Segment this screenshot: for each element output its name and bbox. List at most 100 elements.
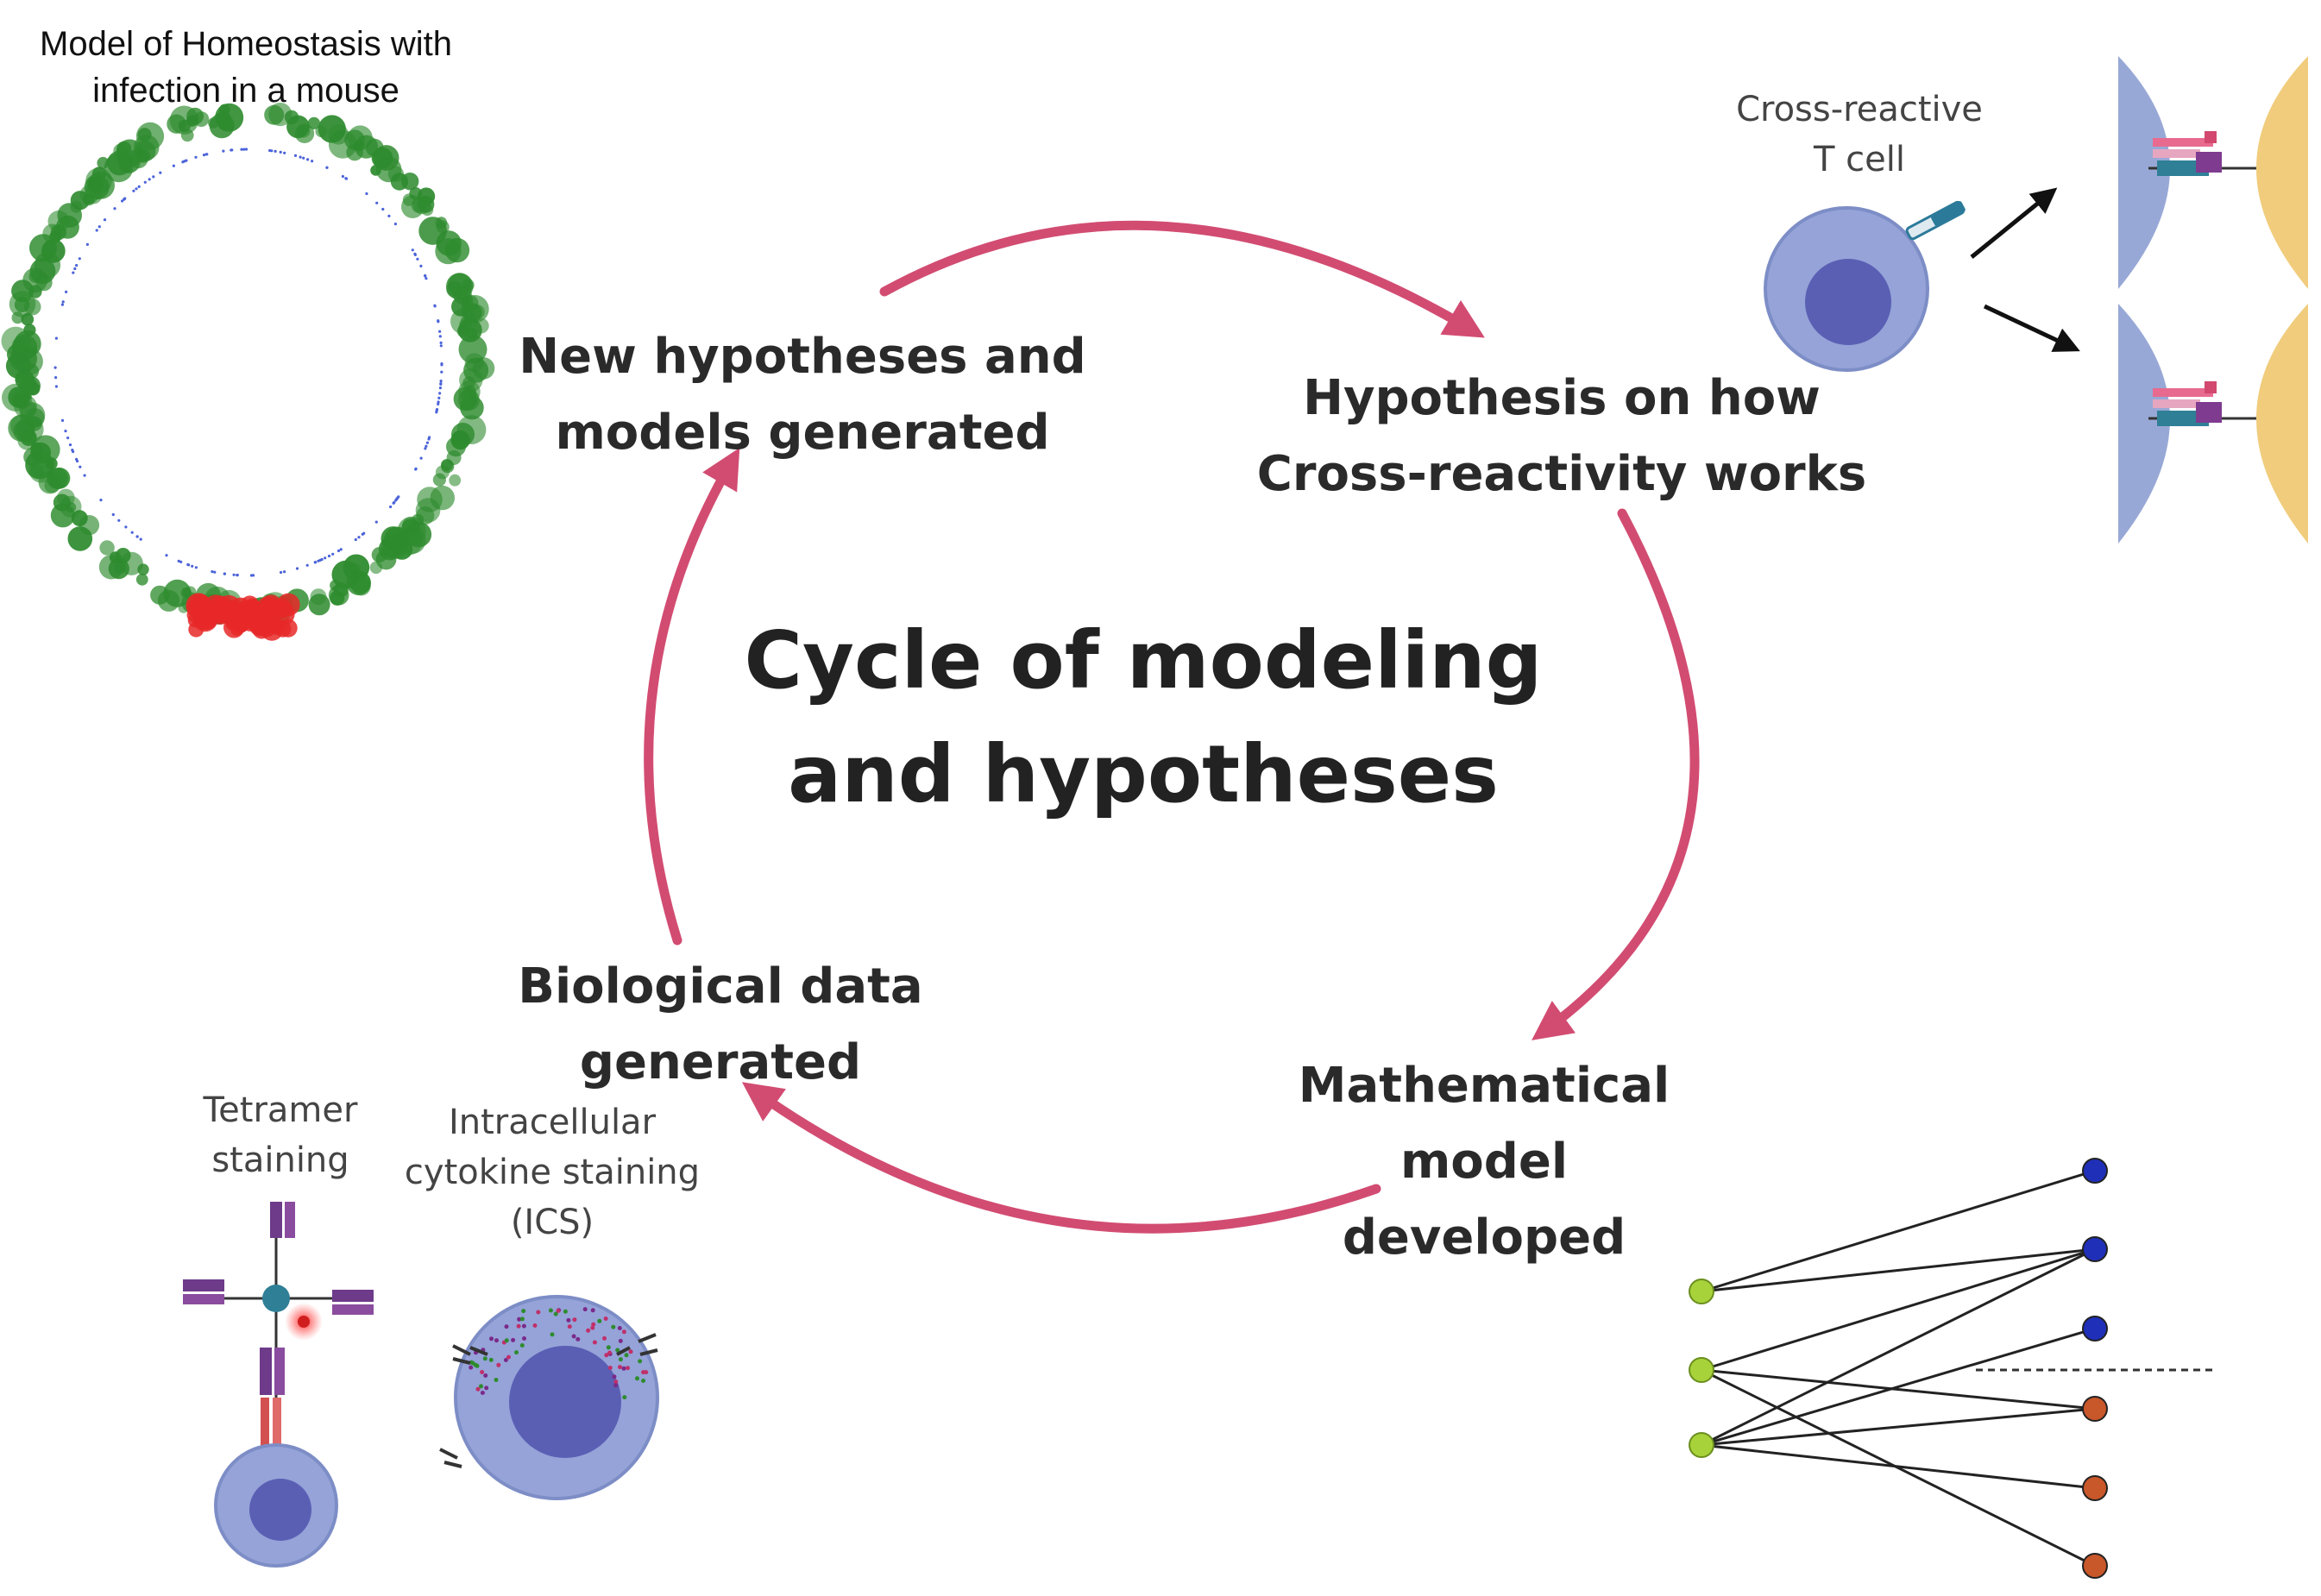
inner-node xyxy=(230,148,234,152)
inner-node xyxy=(54,336,58,340)
cytokine-dot xyxy=(503,1358,508,1362)
mouse-model-line1: Model of Homeostasis with xyxy=(40,25,452,63)
cytokine-dot xyxy=(602,1335,607,1341)
inner-node xyxy=(135,535,139,538)
inner-node xyxy=(393,223,397,226)
inner-node xyxy=(341,174,344,179)
healthy-node xyxy=(458,335,487,364)
inner-node xyxy=(75,459,79,463)
step-math-model-line2: model xyxy=(1400,1134,1569,1190)
healthy-node xyxy=(41,239,66,263)
inner-node xyxy=(117,518,121,522)
inner-node xyxy=(143,180,147,184)
inner-node xyxy=(130,531,134,534)
inner-node xyxy=(362,531,366,535)
network-edge xyxy=(1701,1247,2096,1447)
cytokine-dot xyxy=(548,1308,553,1313)
inner-node xyxy=(439,344,443,348)
inner-node xyxy=(437,396,441,399)
step-new-hypotheses-line2: models generated xyxy=(555,405,1050,461)
tcell-line2: T cell xyxy=(1814,140,1905,179)
inner-node xyxy=(236,574,239,577)
cytokine-dot xyxy=(504,1338,509,1343)
healthy-node xyxy=(308,594,330,616)
healthy-node xyxy=(449,474,462,487)
cytokine-dot xyxy=(606,1345,611,1350)
cytokine-dot xyxy=(494,1378,499,1382)
tetramer-line2: staining xyxy=(211,1140,349,1180)
cytokine-dot xyxy=(611,1324,616,1329)
inner-node xyxy=(132,189,135,192)
inner-node xyxy=(337,549,341,553)
inner-node xyxy=(61,300,65,304)
inner-node xyxy=(419,264,423,267)
inner-node xyxy=(135,187,138,191)
step-math-model: Mathematical model developed xyxy=(1268,1048,1700,1276)
inner-node xyxy=(425,444,428,448)
cytokine-dot xyxy=(514,1350,519,1355)
inner-node xyxy=(72,271,75,274)
network-edge xyxy=(1701,1368,2096,1411)
cytokine-dot xyxy=(607,1350,612,1355)
cytokine-dot xyxy=(613,1379,619,1385)
cytokine-dot xyxy=(469,1360,474,1365)
cytokine-dot xyxy=(469,1365,474,1370)
cytokine-dot xyxy=(635,1376,639,1381)
healthy-node xyxy=(180,588,192,599)
network-node-right xyxy=(2082,1236,2108,1262)
inner-node xyxy=(424,273,427,278)
cytokine-dot xyxy=(536,1310,541,1315)
tetramer-icon xyxy=(183,1202,374,1568)
cycle-arrow-bottom xyxy=(741,1082,1381,1234)
inner-node xyxy=(139,537,142,541)
step-hypothesis-line2: Cross-reactivity works xyxy=(1256,446,1867,502)
arrow-down-right xyxy=(1983,304,2080,352)
inner-node xyxy=(183,160,186,163)
inner-node xyxy=(437,402,440,405)
inner-node xyxy=(165,554,168,557)
healthy-node xyxy=(47,210,70,232)
activation-arrows xyxy=(1970,187,2080,352)
inner-node xyxy=(428,436,431,439)
inner-node xyxy=(283,151,286,154)
ics-caption: Intracellular cytokine staining (ICS) xyxy=(388,1097,716,1247)
healthy-node xyxy=(11,311,24,324)
inner-node xyxy=(83,474,86,477)
cytokine-dot xyxy=(638,1359,643,1364)
inner-node xyxy=(103,218,107,222)
arrow-up-right xyxy=(1970,187,2058,259)
ics-cell-icon xyxy=(439,1295,659,1500)
healthy-node xyxy=(446,437,466,457)
cytokine-dot xyxy=(612,1374,617,1379)
network-node-right xyxy=(2082,1158,2108,1184)
network-node-left xyxy=(1689,1357,1714,1383)
healthy-node xyxy=(10,414,34,437)
cytokine-dot xyxy=(567,1324,572,1329)
inner-node xyxy=(394,499,398,502)
ics-line2: cytokine staining xyxy=(404,1153,701,1192)
inner-node xyxy=(424,447,427,450)
t-cell-icon xyxy=(1764,200,1966,372)
cycle-arrow-right xyxy=(1532,508,1700,1040)
apc-synapse-icon xyxy=(2118,56,2308,544)
inner-node xyxy=(205,153,209,156)
inner-node xyxy=(439,380,443,383)
inner-node xyxy=(64,430,67,433)
inner-node xyxy=(137,185,141,188)
inner-node xyxy=(438,392,442,395)
inner-node xyxy=(439,341,443,344)
inner-node xyxy=(419,456,423,460)
cytokine-dot xyxy=(628,1349,633,1354)
inner-node xyxy=(242,148,246,151)
network-edge xyxy=(1701,1327,2096,1447)
step-new-hypotheses-line1: New hypotheses and xyxy=(519,329,1086,385)
cytokine-dot xyxy=(489,1336,494,1342)
inner-node xyxy=(223,572,226,575)
network-node-left xyxy=(1689,1432,1714,1458)
tcell-caption: Cross-reactive T cell xyxy=(1695,85,2023,185)
cytokine-dot xyxy=(626,1366,630,1371)
inner-node xyxy=(211,570,214,574)
inner-node xyxy=(438,335,442,338)
cytokine-dot xyxy=(480,1391,485,1395)
